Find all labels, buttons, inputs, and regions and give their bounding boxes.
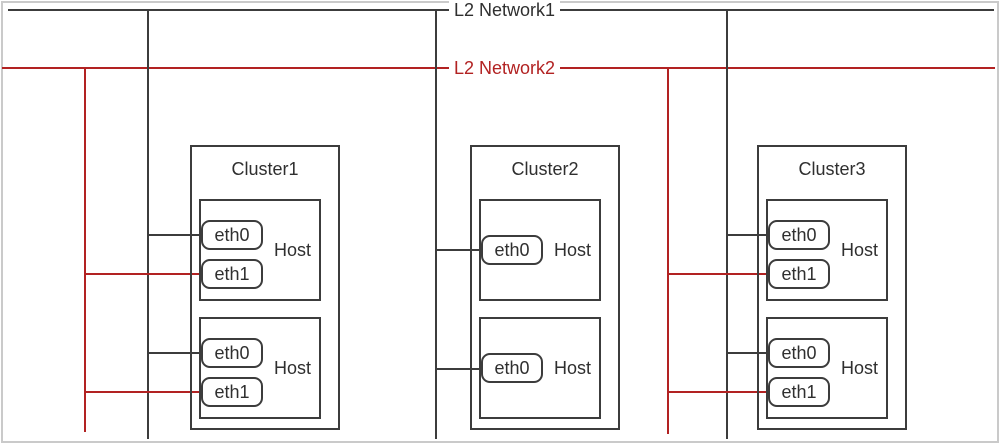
cluster2-host2-box: eth0 Host [479,317,601,419]
eth-interface-badge: eth1 [201,377,263,407]
host-label: Host [840,357,878,378]
eth-interface-badge: eth0 [481,235,543,265]
host-label: Host [273,239,311,260]
host-label: Host [840,239,878,260]
host-label: Host [273,357,311,378]
network1-label: L2 Network1 [449,0,561,20]
cluster3-title: Cluster3 [798,159,866,179]
eth-interface-badge: eth0 [768,220,830,250]
host-label: Host [553,357,591,378]
cluster1-title: Cluster1 [231,159,299,179]
eth-interface-badge: eth0 [768,338,830,368]
cluster3-box: Cluster3 eth0 eth1 Host eth0 eth1 Host [757,145,907,430]
eth-interface-badge: eth1 [201,259,263,289]
cluster1-host1-box: eth0 eth1 Host [199,199,321,301]
eth-interface-badge: eth0 [201,338,263,368]
network2-label: L2 Network2 [449,58,561,78]
host-label: Host [553,239,591,260]
cluster3-host1-box: eth0 eth1 Host [766,199,888,301]
eth-interface-badge: eth1 [768,259,830,289]
eth-interface-badge: eth1 [768,377,830,407]
cluster2-title: Cluster2 [511,159,579,179]
cluster1-box: Cluster1 eth0 eth1 Host eth0 eth1 Host [190,145,340,430]
eth-interface-badge: eth0 [201,220,263,250]
cluster2-host1-box: eth0 Host [479,199,601,301]
cluster1-host2-box: eth0 eth1 Host [199,317,321,419]
cluster2-box: Cluster2 eth0 Host eth0 Host [470,145,620,430]
cluster3-host2-box: eth0 eth1 Host [766,317,888,419]
eth-interface-badge: eth0 [481,353,543,383]
